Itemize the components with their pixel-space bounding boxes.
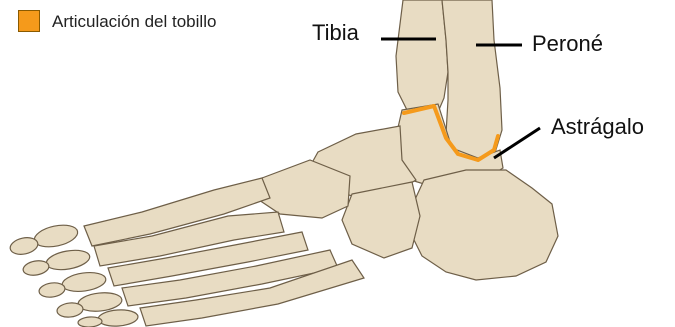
label-perone: Peroné xyxy=(532,33,603,55)
fibula-bone xyxy=(442,0,502,162)
legend-swatch xyxy=(18,10,40,32)
label-astragalo: Astrágalo xyxy=(551,116,644,138)
legend: Articulación del tobillo xyxy=(18,10,216,32)
label-tibia: Tibia xyxy=(312,22,359,44)
cuboid-bone xyxy=(342,182,420,258)
legend-label: Articulación del tobillo xyxy=(52,13,216,30)
calcaneus-bone xyxy=(410,170,558,280)
tibia-bone xyxy=(396,0,448,117)
